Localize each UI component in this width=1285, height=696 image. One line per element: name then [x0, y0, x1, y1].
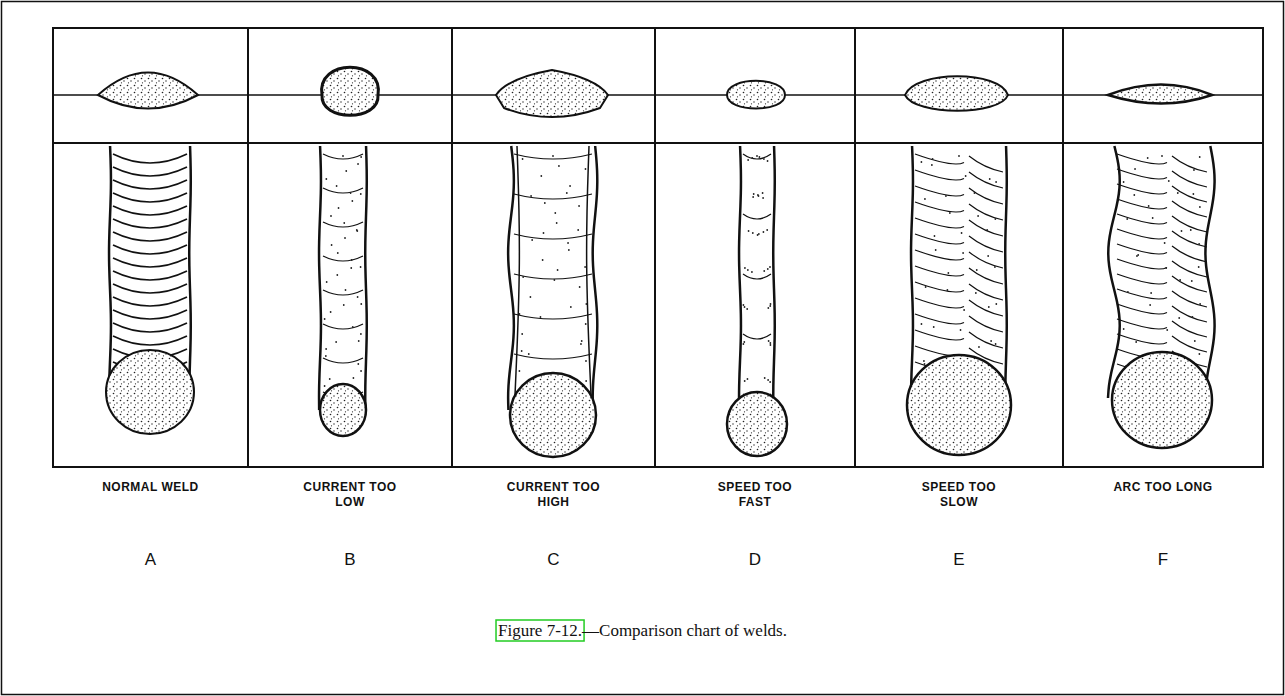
panel-letter: B — [330, 550, 370, 570]
weld-beads — [106, 146, 1215, 457]
condition-label: NORMAL WELD — [96, 480, 206, 495]
bead-low — [319, 146, 367, 436]
bead-high — [508, 146, 597, 457]
condition-label: CURRENT TOO LOW — [295, 480, 405, 510]
panel-letter: E — [939, 550, 979, 570]
condition-label: SPEED TOO SLOW — [904, 480, 1014, 510]
panel-letter: F — [1143, 550, 1183, 570]
section-slow — [905, 76, 1008, 111]
panel-letter: A — [131, 550, 171, 570]
plate-surface — [53, 94, 1263, 96]
section-fast — [727, 81, 785, 109]
condition-label: CURRENT TOO HIGH — [499, 480, 609, 510]
bead-arc — [1108, 146, 1215, 448]
chart-grid — [53, 28, 1263, 467]
section-low-current — [322, 67, 379, 115]
section-long-arc — [1108, 85, 1212, 104]
bead-normal — [106, 146, 194, 434]
section-normal — [98, 73, 198, 109]
bead-slow — [907, 146, 1011, 455]
panel-letter: D — [735, 550, 775, 570]
section-high-current — [496, 70, 608, 117]
weld-cross-sections — [53, 67, 1263, 117]
figure-caption: Figure 7-12.—Comparison chart of welds. — [0, 621, 1285, 641]
condition-label: SPEED TOO FAST — [700, 480, 810, 510]
panel-letter: C — [534, 550, 574, 570]
condition-label: ARC TOO LONG — [1108, 480, 1218, 495]
bead-fast — [727, 146, 787, 456]
